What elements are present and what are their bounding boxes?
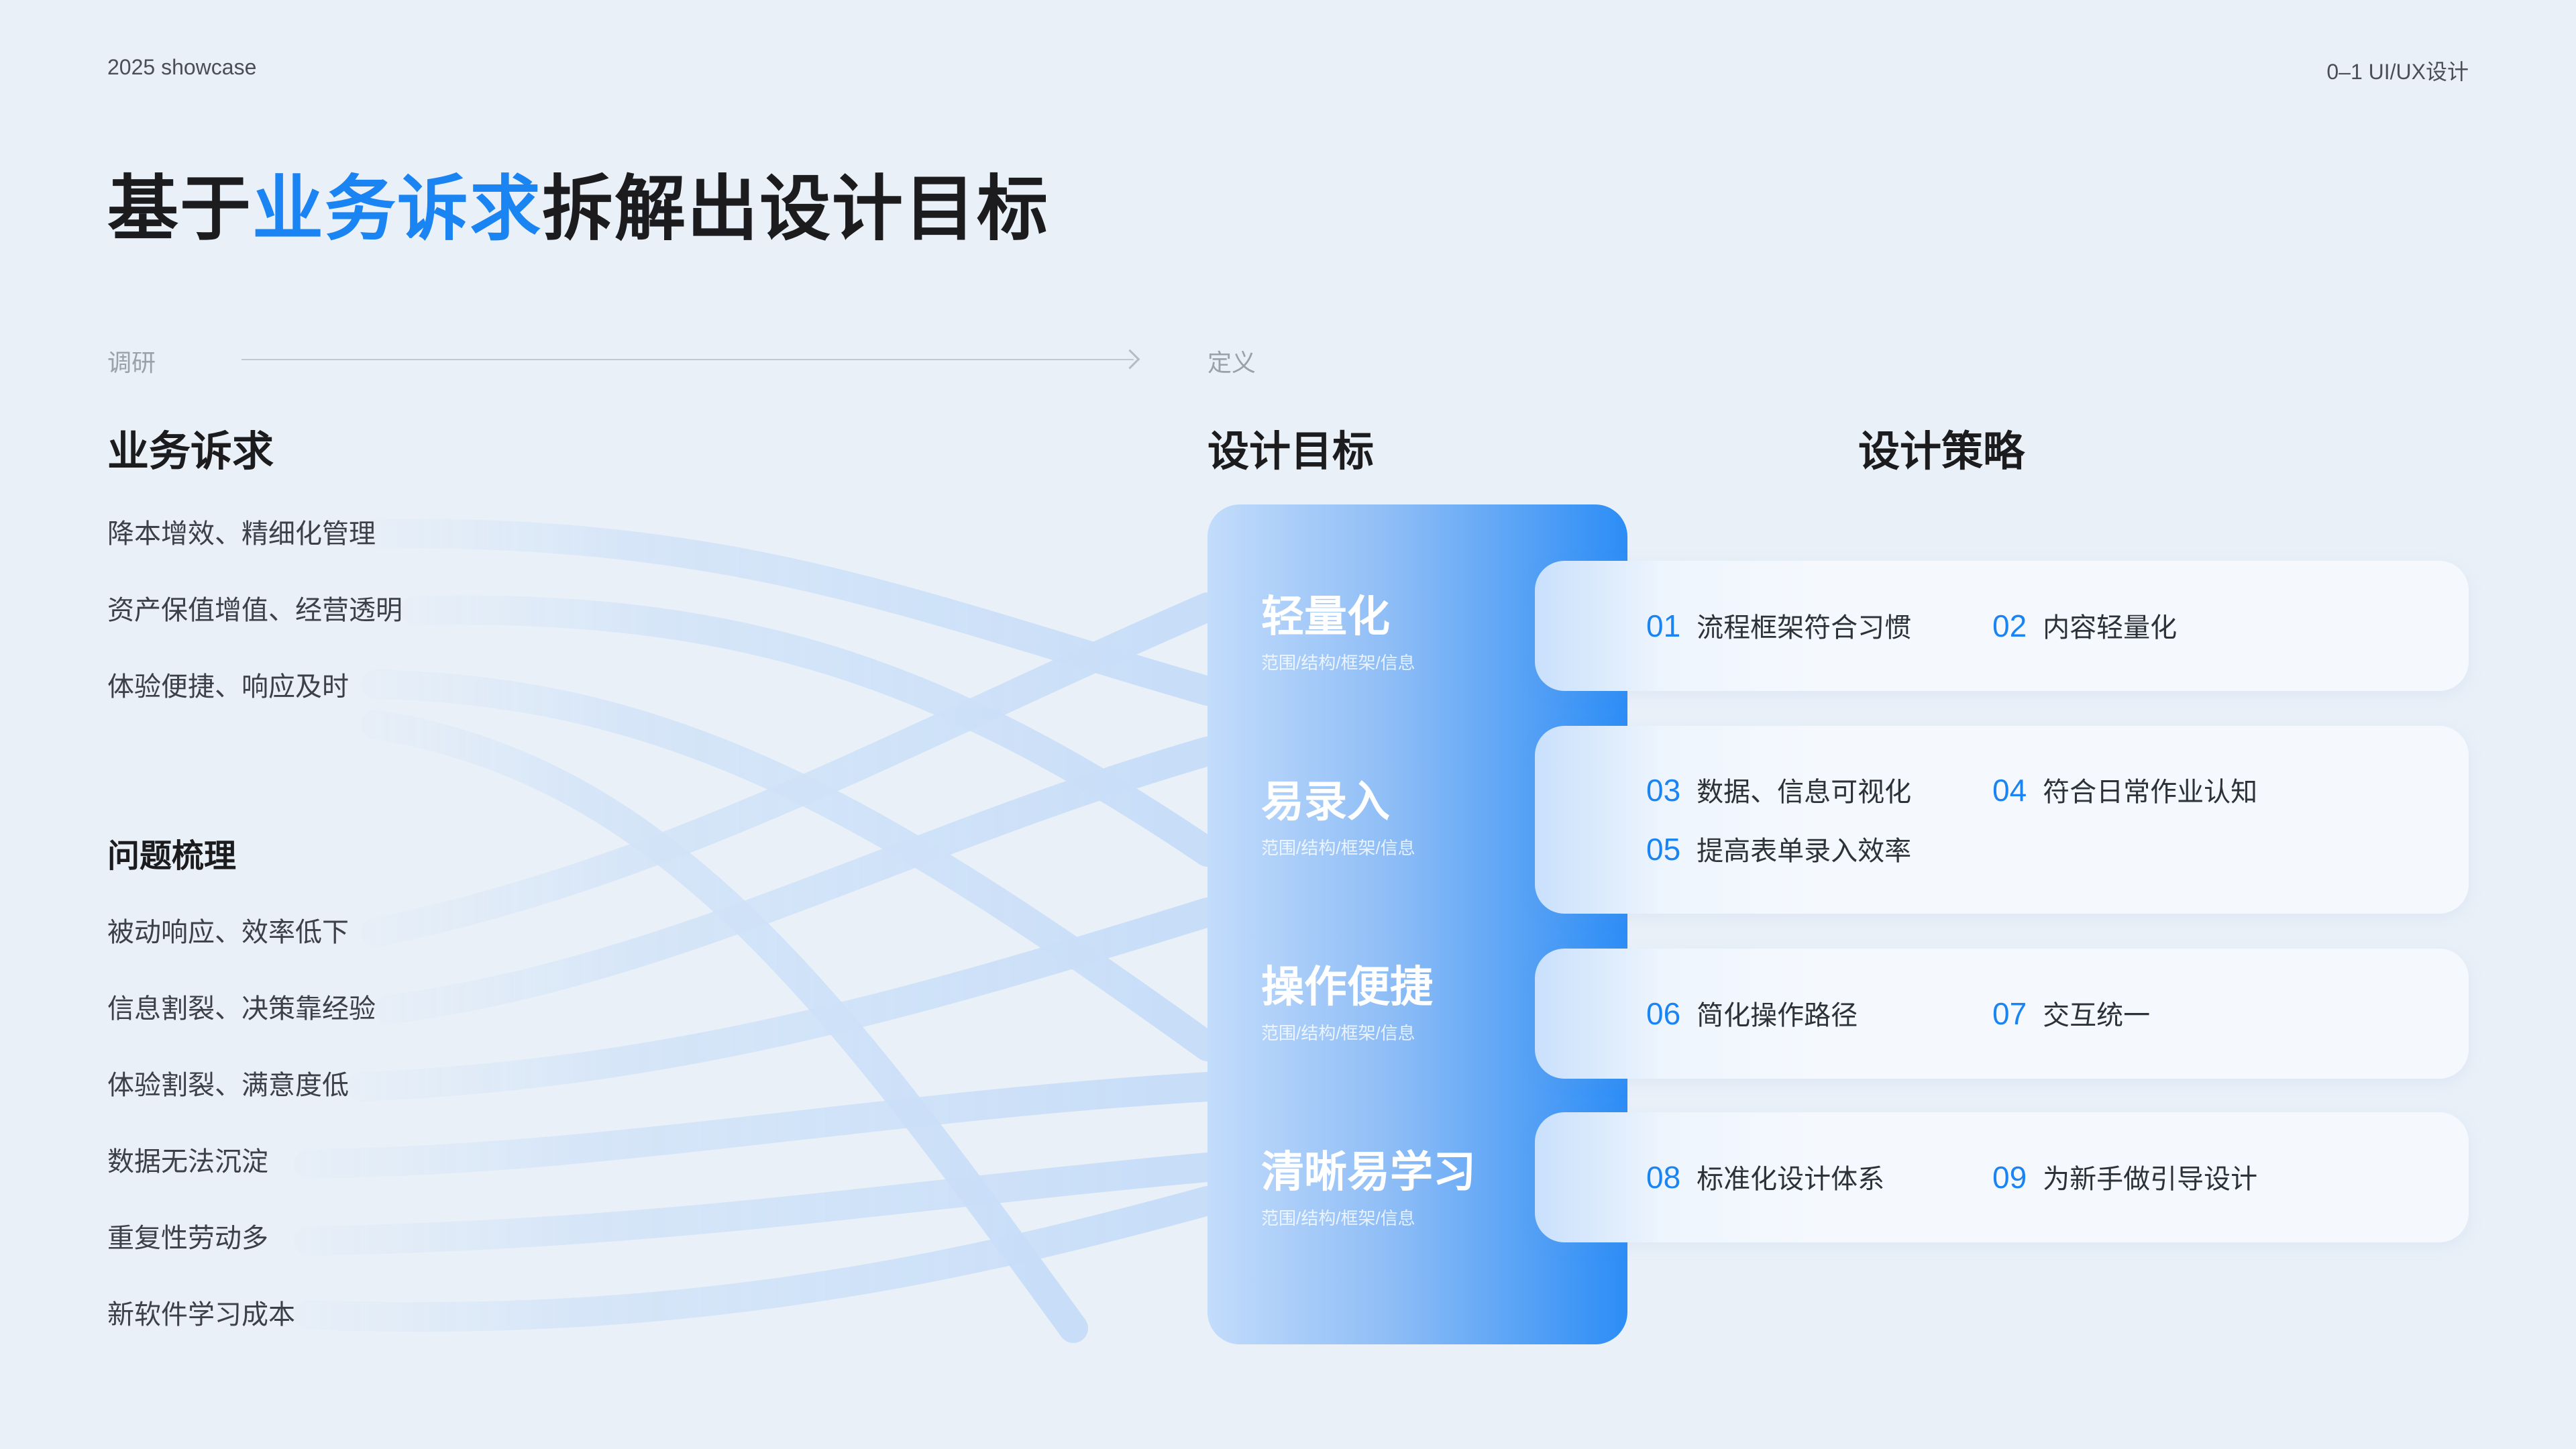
problem-item: 数据无法沉淀 — [107, 1147, 268, 1177]
strategy-item: 04 符合日常作业认知 — [1992, 774, 2257, 808]
flow-ribbon — [294, 1152, 1222, 1256]
strategy-text: 提高表单录入效率 — [1697, 837, 1912, 866]
strategy-number: 04 — [1992, 773, 2027, 808]
strategy-text: 简化操作路径 — [1697, 1001, 1858, 1030]
flow-ribbon — [294, 1186, 1222, 1332]
business-list: 降本增效、精细化管理 资产保值增值、经营透明 体验便捷、响应及时 — [107, 518, 402, 747]
strategy-item: 03 数据、信息可视化 — [1646, 774, 1911, 808]
strategy-card: 03 数据、信息可视化 04 符合日常作业认知 05 提高表单录入效率 — [1535, 726, 2469, 914]
strategy-card: 08 标准化设计体系 09 为新手做引导设计 — [1535, 1112, 2469, 1242]
strategy-item: 09 为新手做引导设计 — [1992, 1161, 2257, 1195]
strategy-item: 05 提高表单录入效率 — [1646, 833, 1911, 867]
strategy-text: 内容轻量化 — [2043, 613, 2178, 643]
goal-item-clear-learning: 清晰易学习 范围/结构/框架/信息 — [1261, 1138, 1476, 1230]
arrow-right-icon — [1120, 349, 1140, 370]
business-heading: 业务诉求 — [107, 429, 274, 475]
business-item: 降本增效、精细化管理 — [107, 519, 376, 549]
strategy-number: 03 — [1646, 773, 1681, 808]
goals-heading: 设计目标 — [1208, 429, 1375, 475]
strategy-number: 05 — [1646, 832, 1681, 867]
title-suffix: 拆解出设计目标 — [542, 170, 1049, 249]
problem-item: 体验割裂、满意度低 — [107, 1071, 349, 1100]
goal-item-easy-operation: 操作便捷 范围/结构/框架/信息 — [1261, 953, 1433, 1044]
stage-label-define: 定义 — [1208, 349, 1256, 376]
strategy-card: 01 流程框架符合习惯 02 内容轻量化 — [1535, 561, 2469, 691]
header-label-right: 0–1 UI/UX设计 — [2326, 60, 2469, 84]
strategy-item: 06 简化操作路径 — [1646, 998, 1858, 1032]
flow-ribbon — [401, 595, 1222, 867]
problems-list: 被动响应、效率低下 信息割裂、决策靠经验 体验割裂、满意度低 数据无法沉淀 重复… — [107, 916, 376, 1375]
stage-arrow — [241, 359, 1134, 360]
goal-title: 操作便捷 — [1261, 963, 1433, 1011]
strategy-item: 08 标准化设计体系 — [1646, 1161, 1884, 1195]
problem-item: 信息割裂、决策靠经验 — [107, 994, 376, 1024]
problem-item: 新软件学习成本 — [107, 1300, 295, 1330]
strategy-number: 01 — [1646, 608, 1681, 643]
business-item: 资产保值增值、经营透明 — [107, 596, 402, 625]
flow-ribbon — [374, 737, 1222, 1024]
problem-item: 被动响应、效率低下 — [107, 918, 349, 947]
strategy-number: 07 — [1992, 996, 2027, 1031]
business-item: 体验便捷、响应及时 — [107, 672, 349, 702]
goal-subtitle: 范围/结构/框架/信息 — [1261, 1023, 1415, 1043]
goal-item-easy-input: 易录入 范围/结构/框架/信息 — [1261, 767, 1415, 859]
title-prefix: 基于 — [107, 170, 252, 249]
strategies-heading: 设计策略 — [1858, 429, 2025, 475]
flow-ribbon — [361, 592, 1222, 947]
strategy-text: 数据、信息可视化 — [1697, 777, 1912, 807]
goal-subtitle: 范围/结构/框架/信息 — [1261, 838, 1415, 858]
strategy-text: 交互统一 — [2043, 1001, 2151, 1030]
strategy-number: 08 — [1646, 1160, 1681, 1195]
goal-item-lightweight: 轻量化 范围/结构/框架/信息 — [1261, 582, 1415, 674]
goal-title: 清晰易学习 — [1261, 1148, 1476, 1196]
problems-heading: 问题梳理 — [107, 839, 237, 874]
stage-label-research: 调研 — [107, 349, 156, 376]
strategy-item: 01 流程框架符合习惯 — [1646, 610, 1911, 644]
strategy-text: 流程框架符合习惯 — [1697, 613, 1912, 643]
problem-item: 重复性劳动多 — [107, 1224, 268, 1253]
goal-subtitle: 范围/结构/框架/信息 — [1261, 1208, 1415, 1228]
page-title: 基于业务诉求拆解出设计目标 — [107, 151, 1049, 254]
title-highlight: 业务诉求 — [252, 170, 542, 249]
strategy-card: 06 简化操作路径 07 交互统一 — [1535, 949, 2469, 1079]
flow-ribbon — [361, 669, 1222, 1061]
goal-title: 易录入 — [1261, 777, 1390, 826]
flow-ribbon — [294, 1072, 1222, 1179]
header-label-left: 2025 showcase — [107, 55, 257, 79]
strategy-item: 02 内容轻量化 — [1992, 610, 2177, 644]
strategy-item: 07 交互统一 — [1992, 998, 2150, 1032]
goal-subtitle: 范围/结构/框架/信息 — [1261, 653, 1415, 673]
flow-ribbon — [347, 898, 1222, 1102]
goal-title: 轻量化 — [1261, 592, 1390, 641]
strategy-number: 06 — [1646, 996, 1681, 1031]
strategy-text: 为新手做引导设计 — [2043, 1165, 2258, 1194]
strategy-number: 02 — [1992, 608, 2027, 643]
flow-ribbon — [361, 710, 1088, 1343]
strategy-text: 标准化设计体系 — [1697, 1165, 1885, 1194]
flow-ribbon — [361, 518, 1222, 706]
strategy-text: 符合日常作业认知 — [2043, 777, 2258, 807]
strategy-number: 09 — [1992, 1160, 2027, 1195]
